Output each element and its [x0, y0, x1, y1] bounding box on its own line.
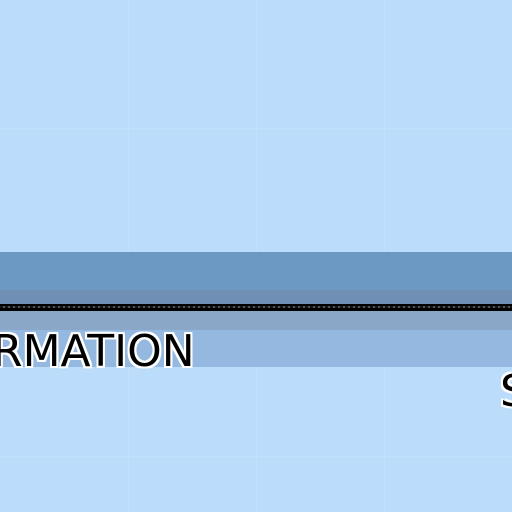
shelf-band-soft	[0, 330, 512, 367]
map-grid-line	[0, 128, 512, 129]
shelf-band-lower	[0, 311, 512, 330]
map-label-formation: RMATION	[0, 326, 195, 377]
map-grid-line	[0, 456, 512, 457]
shelf-band-upper	[0, 252, 512, 290]
shelf-band-mid	[0, 290, 512, 304]
boundary-line-dash	[0, 306, 512, 308]
map-label-edge: S	[500, 367, 512, 417]
